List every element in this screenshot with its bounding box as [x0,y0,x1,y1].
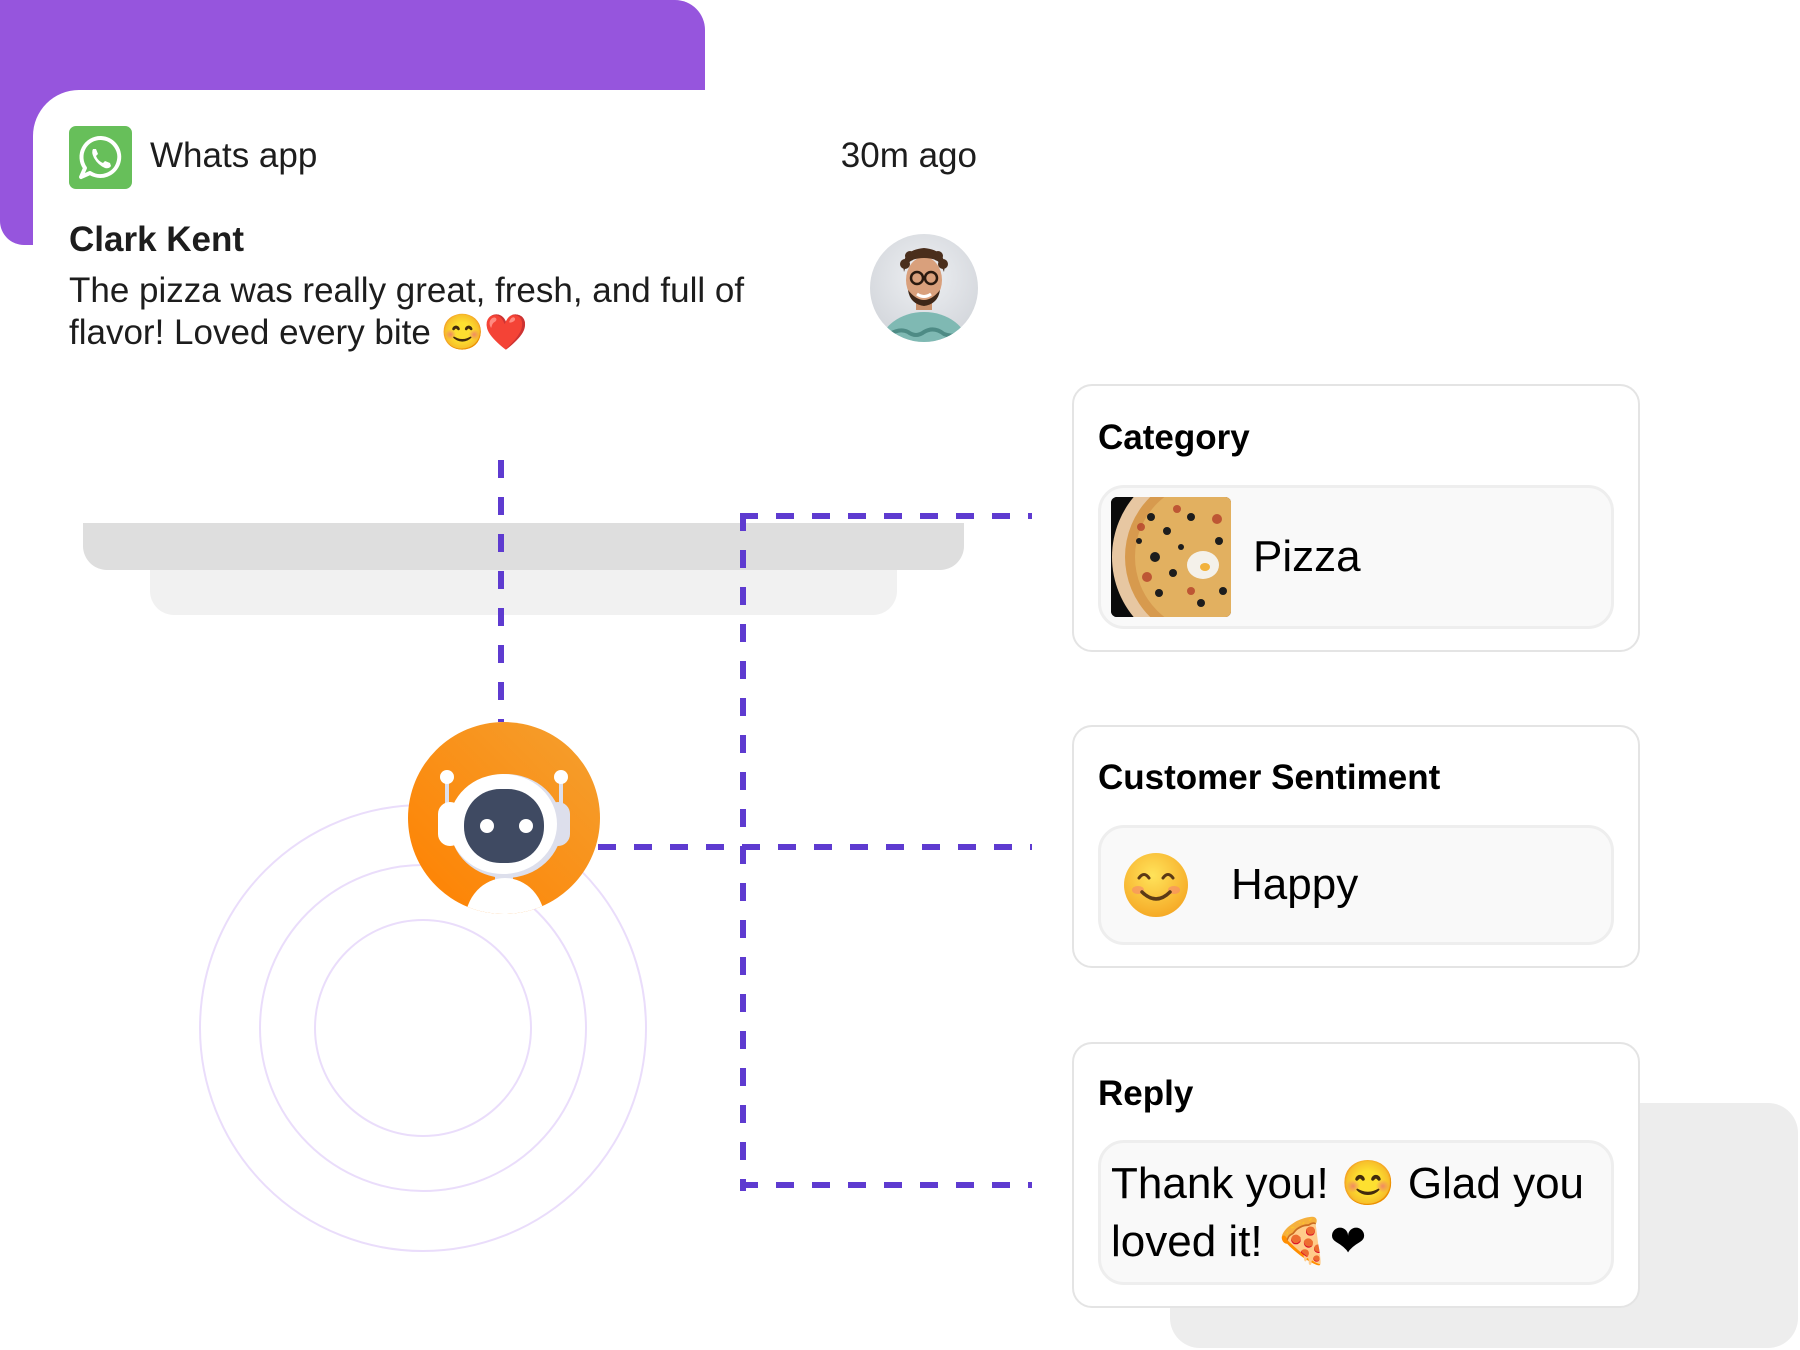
message-text: The pizza was really great, fresh, and f… [69,271,745,352]
sentiment-card: Customer Sentiment Happy [1072,725,1640,968]
ring-inner [314,919,532,1137]
category-title: Category [1098,418,1250,457]
card-stack-shadow-back [150,570,897,615]
connector-to-category [740,513,1032,519]
reply-text: Thank you! 😊 Glad you loved it! 🍕❤ [1111,1159,1585,1266]
connector-to-reply [740,1182,1032,1188]
card-stack-shadow-front [83,523,964,570]
reply-title: Reply [1098,1074,1194,1113]
whatsapp-icon [69,126,132,189]
app-name: Whats app [150,136,318,175]
pizza-image [1111,497,1231,617]
sender-name: Clark Kent [69,220,245,259]
category-card: Category Pizz [1072,384,1640,652]
category-value: Pizza [1253,532,1361,581]
connector-notification-to-bot [498,460,504,722]
reply-value-box[interactable]: Thank you! 😊 Glad you loved it! 🍕❤ [1098,1140,1614,1285]
smiling-face-icon [1123,852,1189,918]
reply-card: Reply Thank you! 😊 Glad you loved it! 🍕❤ [1072,1042,1640,1308]
connector-to-sentiment [598,844,1032,850]
user-avatar [870,234,978,342]
connector-trunk [740,513,746,1191]
timestamp: 30m ago [840,136,977,175]
sentiment-value-box[interactable]: Happy [1098,825,1614,945]
category-value-box[interactable]: Pizza [1098,485,1614,629]
notification-card[interactable] [33,90,1005,523]
sentiment-value: Happy [1231,860,1359,909]
sentiment-title: Customer Sentiment [1098,758,1441,797]
robot-icon [408,722,600,914]
